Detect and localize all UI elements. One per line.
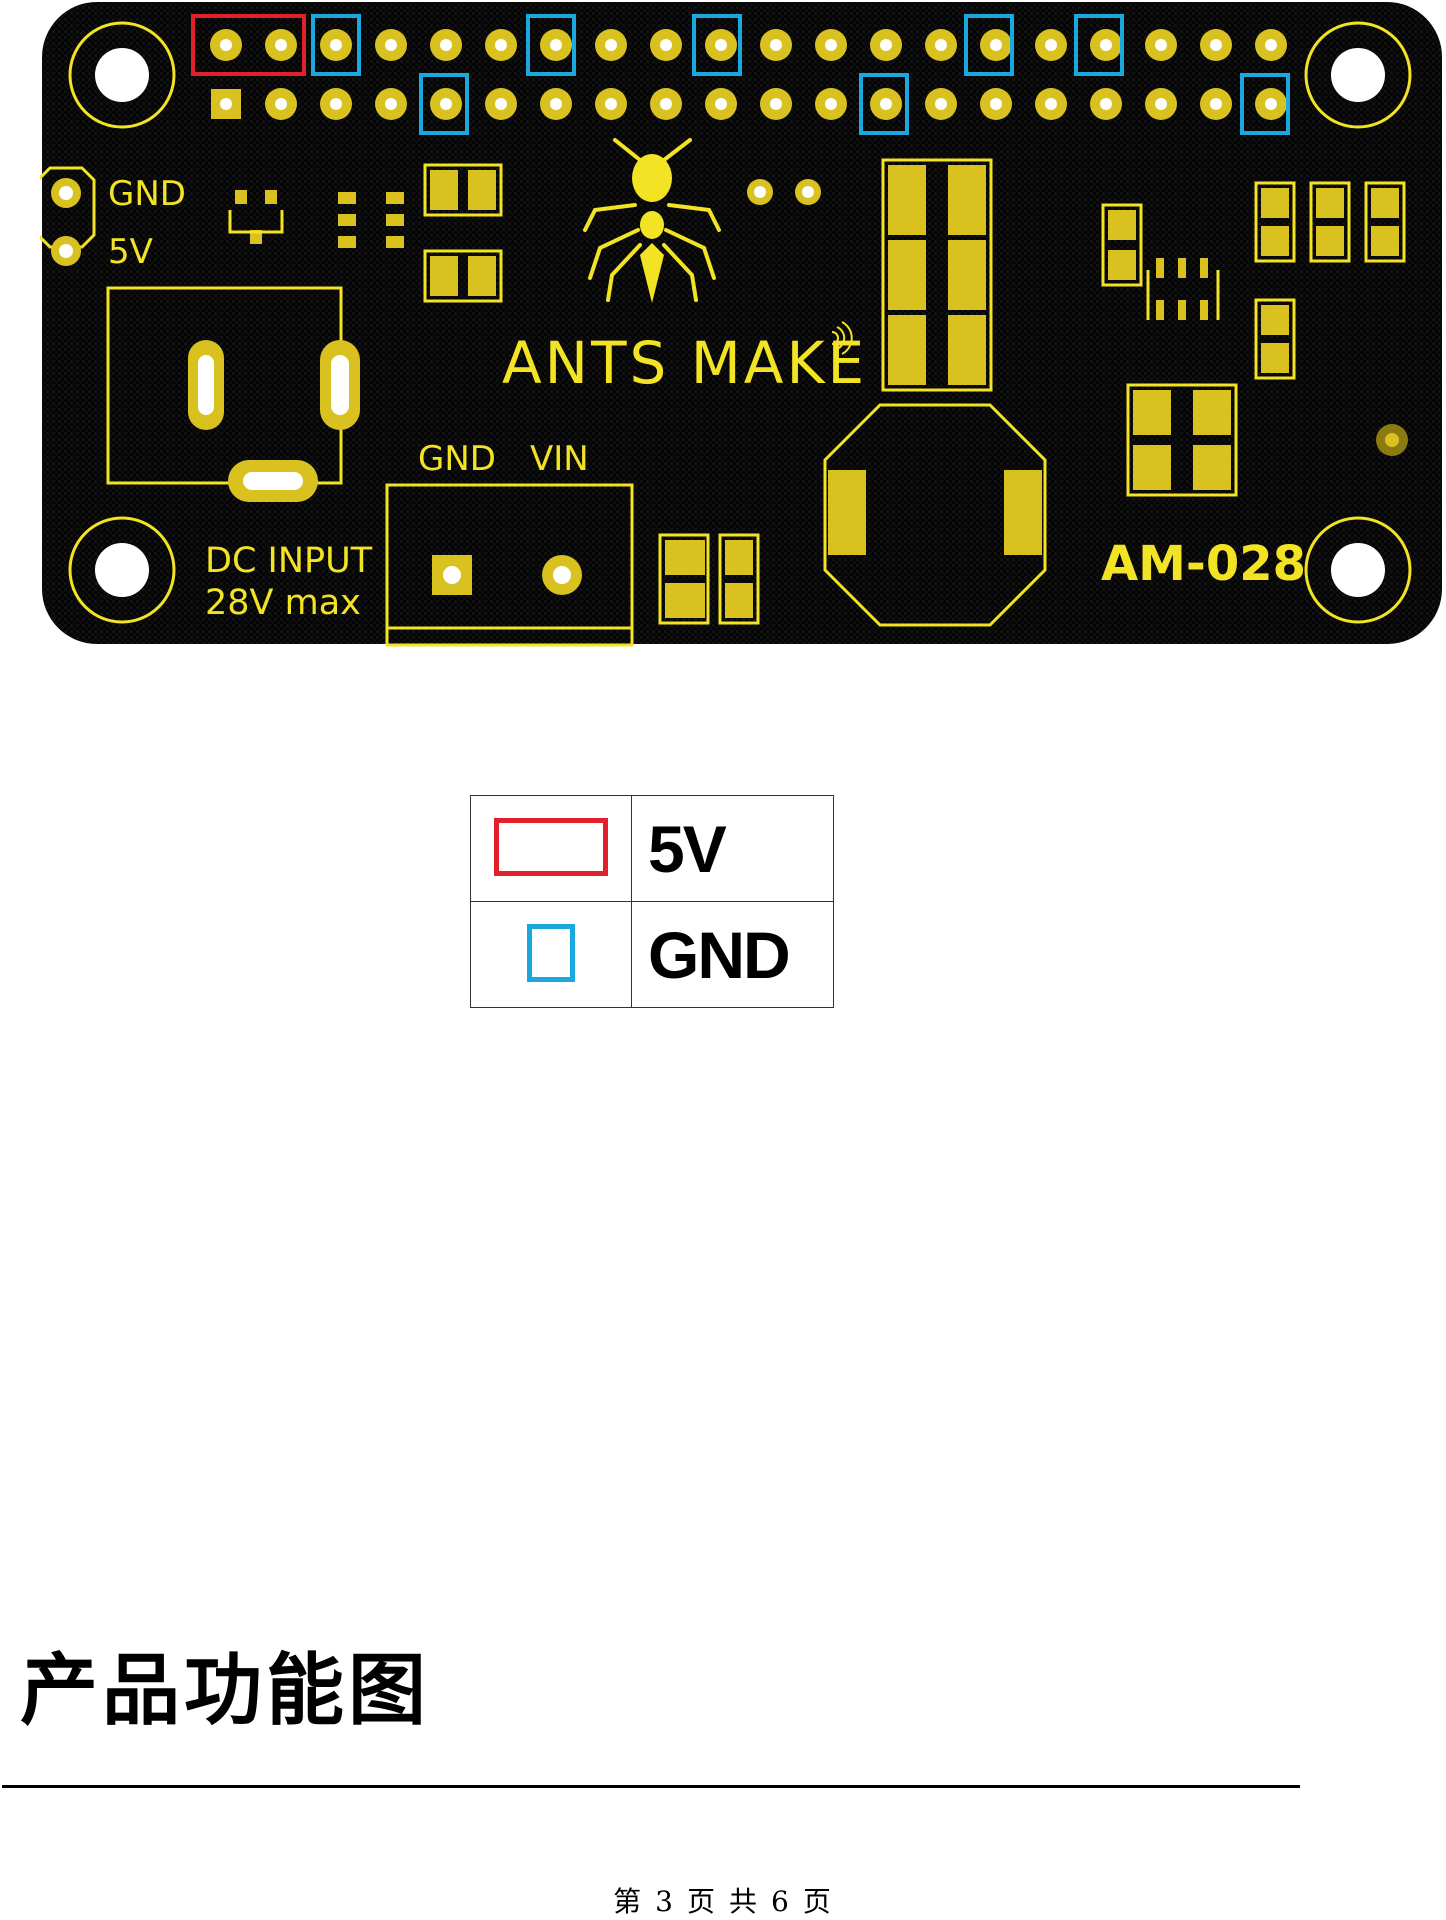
gpio-pin-hole <box>935 39 947 51</box>
smd-components-right <box>1108 188 1399 490</box>
wireless-signal-icon <box>831 321 853 355</box>
gpio-pin-hole <box>220 39 232 51</box>
marker-gnd-pin <box>1074 14 1124 76</box>
footer-prefix: 第 <box>613 1885 644 1918</box>
gpio-pin-hole <box>715 98 727 110</box>
pin-markers <box>191 14 1290 135</box>
section-title: 产品功能图 <box>20 1645 431 1736</box>
dc-input-label: DC INPUT <box>205 541 373 581</box>
gpio-pin-hole <box>660 39 672 51</box>
legend-label-gnd: GND <box>631 901 834 1008</box>
pcb-board-figure: GND 5V ANTS MAKE <box>40 2 1442 647</box>
gpio-pin-hole <box>440 39 452 51</box>
gpio-pin-hole <box>825 98 837 110</box>
gpio-pin-hole <box>770 39 782 51</box>
gpio-pin-hole <box>495 39 507 51</box>
gpio-pin-hole <box>550 98 562 110</box>
gpio-pin-hole <box>1210 98 1222 110</box>
marker-gnd-pin <box>964 14 1014 76</box>
header-gnd-label: GND <box>108 174 186 214</box>
marker-gnd-pin <box>526 14 576 76</box>
legend-swatch-5v <box>494 817 608 876</box>
gpio-pin-hole <box>220 98 232 110</box>
gpio-pin-hole <box>1265 39 1277 51</box>
marker-gnd-pin <box>311 14 361 76</box>
gpio-pin-hole <box>825 39 837 51</box>
terminal-gnd-label: GND <box>418 439 496 479</box>
gpio-pin-hole <box>275 39 287 51</box>
footer-current-page: 3 <box>655 1885 675 1918</box>
gpio-pin-hole <box>880 98 892 110</box>
footer-page-word: 页 <box>686 1885 717 1918</box>
gpio-pin-hole <box>880 39 892 51</box>
gpio-pin-hole <box>385 39 397 51</box>
gpio-pin-hole <box>330 98 342 110</box>
gpio-pin-hole <box>1210 39 1222 51</box>
footer-suffix: 页 <box>802 1885 833 1918</box>
footer-total-word: 共 <box>729 1885 760 1918</box>
inductor <box>823 403 1047 627</box>
gpio-pin-hole <box>1155 98 1167 110</box>
marker-5v-pins <box>191 14 306 76</box>
gpio-header <box>210 29 1287 120</box>
dc-jack-outline <box>106 286 360 502</box>
gpio-pin-hole <box>1100 39 1112 51</box>
gpio-pin-hole <box>770 98 782 110</box>
gpio-pin-hole <box>990 39 1002 51</box>
pin-legend-table: 5V GND <box>470 795 834 1008</box>
heading-divider <box>2 1785 1300 1788</box>
gpio-pin-hole <box>550 39 562 51</box>
marker-gnd-pin <box>1240 73 1290 135</box>
legend-label-5v: 5V <box>631 795 834 902</box>
gpio-pin-hole <box>935 98 947 110</box>
gpio-pin-hole <box>495 98 507 110</box>
gpio-pin-hole <box>605 98 617 110</box>
gpio-pin-hole <box>1100 98 1112 110</box>
power-header: GND 5V <box>40 166 186 272</box>
gpio-pin-hole <box>440 98 452 110</box>
gpio-pin-hole <box>330 39 342 51</box>
gpio-pin-hole <box>275 98 287 110</box>
mounting-holes <box>68 21 1412 624</box>
smd-components-bottom <box>665 540 753 618</box>
model-label: AM-028 <box>1101 536 1306 592</box>
gpio-pin-hole <box>1265 98 1277 110</box>
brand-label: ANTS MAKE <box>502 329 867 397</box>
legend-row: 5V <box>470 795 834 902</box>
marker-gnd-pin <box>859 73 909 135</box>
legend-swatch-gnd <box>527 923 575 982</box>
gpio-pin-hole <box>715 39 727 51</box>
footer-total-pages: 6 <box>771 1885 791 1918</box>
marker-gnd-pin <box>419 73 469 135</box>
gpio-pin-hole <box>990 98 1002 110</box>
terminal-vin-label: VIN <box>530 439 589 479</box>
gpio-pin-hole <box>1045 39 1057 51</box>
gpio-pin-hole <box>660 98 672 110</box>
dc-input-limit-label: 28V max <box>205 583 361 623</box>
marker-gnd-pin <box>692 14 742 76</box>
capacitor-array <box>888 165 986 385</box>
ant-logo-icon <box>583 138 721 303</box>
gpio-pin-hole <box>385 98 397 110</box>
screw-terminal <box>385 483 634 647</box>
header-5v-label: 5V <box>108 232 153 272</box>
gpio-pin-hole <box>1155 39 1167 51</box>
gpio-pin-hole <box>1045 98 1057 110</box>
gpio-pin-hole <box>605 39 617 51</box>
legend-row: GND <box>470 901 834 1008</box>
